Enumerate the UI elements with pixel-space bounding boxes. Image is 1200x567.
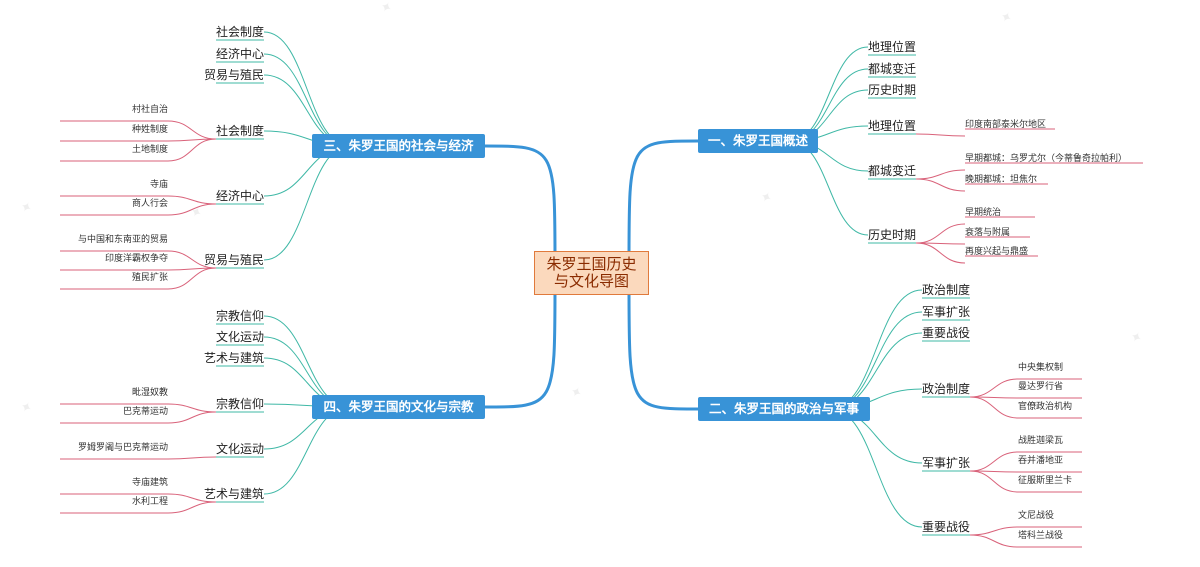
overview-group-capital[interactable]: 都城变迁 (868, 164, 917, 178)
politics-group-system[interactable]: 政治制度 (922, 382, 971, 396)
branch-line (829, 289, 923, 410)
society-item[interactable]: 种姓制度 (131, 125, 168, 135)
society-item[interactable]: 土地制度 (131, 145, 168, 155)
item-line (969, 396, 1019, 419)
item-line (915, 133, 966, 137)
overview-item[interactable]: 晚期都城：坦焦尔 (965, 175, 1038, 185)
overview-item[interactable]: 早期都城：乌罗尤尔（今蒂鲁奇拉帕利） (965, 154, 1128, 164)
society-item[interactable]: 村社自治 (131, 105, 168, 115)
society-summary-trade[interactable]: 贸易与殖民 (203, 68, 264, 82)
item-line (167, 501, 217, 514)
culture-item[interactable]: 巴克蒂运动 (122, 407, 168, 417)
society-item[interactable]: 寺庙 (149, 180, 168, 190)
politics-item[interactable]: 吞并潘地亚 (1018, 456, 1064, 466)
society-summary-system[interactable]: 社会制度 (215, 25, 264, 39)
society-item[interactable]: 印度洋霸权争夺 (104, 254, 168, 264)
overview-item[interactable]: 再度兴起与鼎盛 (965, 247, 1029, 257)
society-group-system[interactable]: 社会制度 (215, 124, 264, 138)
item-line (969, 470, 1019, 493)
branch-line (829, 311, 923, 410)
item-line (915, 242, 966, 264)
culture-group-architecture[interactable]: 艺术与建筑 (203, 487, 264, 501)
trunk-line (484, 144, 557, 263)
culture-group-religion[interactable]: 宗教信仰 (215, 397, 264, 411)
culture-summary-architecture[interactable]: 艺术与建筑 (203, 351, 264, 365)
society-item[interactable]: 商人行会 (131, 199, 168, 209)
politics-item[interactable]: 官僚政治机构 (1018, 402, 1073, 412)
branch-line (263, 315, 351, 408)
culture-summary-religion[interactable]: 宗教信仰 (215, 309, 264, 323)
item-line (167, 250, 217, 269)
branch-line (789, 140, 869, 236)
item-line (915, 223, 966, 244)
overview-summary-capital[interactable]: 都城变迁 (868, 62, 917, 76)
branch-society-economy[interactable]: 三、朱罗王国的社会与经济 (312, 134, 485, 158)
culture-item[interactable]: 寺庙建筑 (131, 478, 168, 488)
culture-item[interactable]: 水利工程 (131, 497, 168, 507)
item-line (915, 178, 966, 192)
politics-item[interactable]: 中央集权制 (1018, 363, 1064, 373)
politics-item[interactable]: 塔科兰战役 (1018, 531, 1064, 541)
item-line (969, 451, 1019, 472)
politics-summary-system[interactable]: 政治制度 (922, 283, 971, 297)
politics-group-battles[interactable]: 重要战役 (922, 520, 971, 534)
overview-group-location[interactable]: 地理位置 (868, 119, 917, 133)
branch-line (829, 408, 923, 528)
overview-summary-periods[interactable]: 历史时期 (868, 83, 917, 97)
politics-item[interactable]: 战胜迦梁瓦 (1018, 436, 1064, 446)
culture-summary-movement[interactable]: 文化运动 (215, 330, 264, 344)
trunk-line (627, 139, 699, 263)
item-line (969, 378, 1019, 398)
item-line (167, 120, 217, 140)
society-summary-economy[interactable]: 经济中心 (215, 47, 264, 61)
item-line (167, 456, 217, 460)
item-line (167, 403, 217, 413)
politics-item[interactable]: 文尼战役 (1018, 511, 1055, 521)
root-node[interactable]: 朱罗王国历史 与文化导图 (534, 251, 649, 295)
politics-summary-battles[interactable]: 重要战役 (922, 326, 971, 340)
root-title-line1: 朱罗王国历史 (546, 255, 637, 273)
trunk-line (627, 284, 699, 411)
society-group-trade[interactable]: 贸易与殖民 (203, 253, 264, 267)
item-line (167, 203, 217, 216)
society-item[interactable]: 殖民扩张 (131, 273, 168, 283)
branch-politics-military[interactable]: 二、朱罗王国的政治与军事 (698, 397, 870, 421)
culture-item[interactable]: 罗姆罗阇与巴克蒂运动 (77, 443, 168, 453)
society-group-economy[interactable]: 经济中心 (215, 189, 264, 203)
society-item[interactable]: 与中国和东南亚的贸易 (77, 235, 168, 245)
item-line (167, 195, 217, 205)
item-line (167, 267, 217, 290)
branch-line (263, 53, 351, 147)
politics-group-expansion[interactable]: 军事扩张 (922, 456, 971, 470)
politics-item[interactable]: 征服斯里兰卡 (1018, 476, 1073, 486)
politics-summary-expansion[interactable]: 军事扩张 (922, 305, 971, 319)
branch-culture-religion[interactable]: 四、朱罗王国的文化与宗教 (312, 395, 485, 419)
item-line (969, 534, 1019, 548)
branch-line (263, 406, 351, 495)
item-line (167, 411, 217, 424)
overview-item[interactable]: 早期统治 (965, 208, 1002, 218)
overview-item[interactable]: 衰落与附属 (965, 228, 1011, 238)
culture-group-movement[interactable]: 文化运动 (215, 442, 264, 456)
overview-item[interactable]: 印度南部泰米尔地区 (965, 120, 1047, 130)
trunk-line (484, 284, 557, 409)
politics-item[interactable]: 曼达罗行省 (1018, 382, 1064, 392)
branch-line (263, 145, 351, 261)
overview-group-periods[interactable]: 历史时期 (868, 228, 917, 242)
culture-item[interactable]: 毗湿奴教 (131, 388, 168, 398)
branch-overview[interactable]: 一、朱罗王国概述 (698, 129, 818, 153)
root-title-line2: 与文化导图 (553, 272, 629, 290)
item-line (167, 138, 217, 162)
overview-summary-location[interactable]: 地理位置 (868, 40, 917, 54)
item-line (969, 526, 1019, 536)
item-line (915, 169, 966, 180)
branch-line (263, 31, 351, 147)
